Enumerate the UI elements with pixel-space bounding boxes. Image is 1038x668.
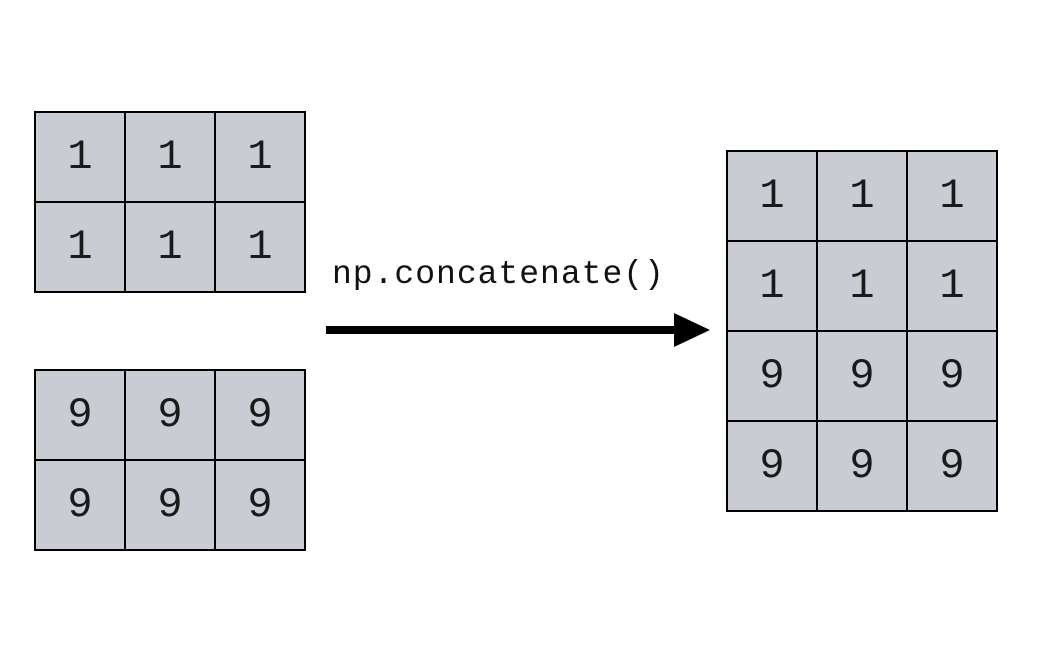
result-cell: 9 (818, 422, 908, 512)
input-a-cell: 1 (216, 113, 306, 203)
input-b-cell: 9 (36, 461, 126, 551)
input-a-cell: 1 (216, 203, 306, 293)
function-label: np.concatenate() (332, 256, 665, 293)
input-a-cell: 1 (126, 113, 216, 203)
result-cell: 1 (818, 242, 908, 332)
input-b-cell: 9 (216, 371, 306, 461)
input-b-cell: 9 (126, 371, 216, 461)
right-arrow-icon (326, 313, 710, 347)
input-a-cell: 1 (126, 203, 216, 293)
result-cell: 9 (728, 422, 818, 512)
input-b-cell: 9 (36, 371, 126, 461)
result-cell: 9 (908, 332, 998, 422)
input-a-cell: 1 (36, 113, 126, 203)
arrow-head (674, 313, 710, 347)
result-cell: 9 (908, 422, 998, 512)
result-cell: 9 (728, 332, 818, 422)
result-cell: 1 (728, 152, 818, 242)
result-cell: 9 (818, 332, 908, 422)
result-cell: 1 (728, 242, 818, 332)
input-b-cell: 9 (216, 461, 306, 551)
result-cell: 1 (908, 242, 998, 332)
input-a-cell: 1 (36, 203, 126, 293)
input-b-cell: 9 (126, 461, 216, 551)
result-cell: 1 (818, 152, 908, 242)
result-cell: 1 (908, 152, 998, 242)
